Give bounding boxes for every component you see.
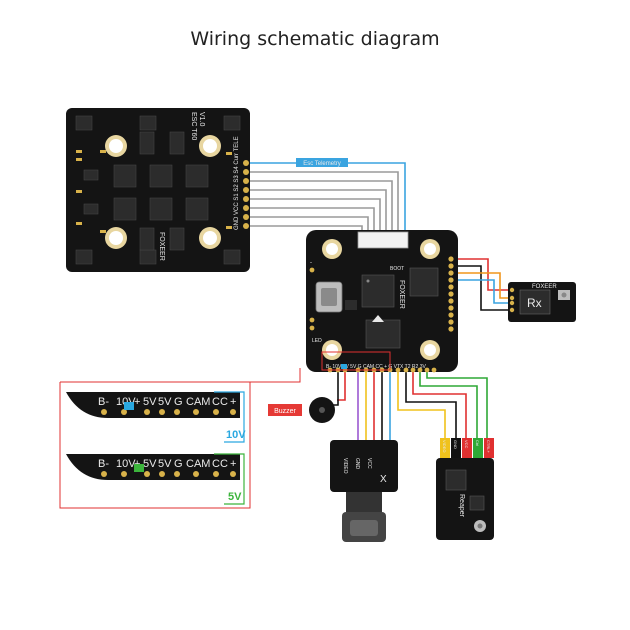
esc-board: GND VCC S1 S2 S3 S4 Curr TELE V1.0 ESC T… [66,108,250,272]
detail-pads-row-10v [101,409,236,415]
camera-wire-vcc: VCC [366,458,372,469]
camera-wire-gnd: GND [354,458,360,470]
vtx-wire-video: VIDEO [442,440,447,452]
vtx-wire-gnd: GND [453,440,458,449]
fc-led-label: LED [312,338,322,344]
esc-components [75,115,241,265]
esc-brand: FOXEER [158,232,165,261]
fc-osd-chip [365,319,401,349]
fc-left-pads [309,267,315,331]
detail-pad-5v-a: 5V [143,396,157,408]
flight-controller-board: FOXEER BOOT LED B- 10V 5V 5V G CAM CC + … [306,230,458,373]
buzzer-label: Buzzer [274,408,296,415]
detail-pad-plus-end: + [230,396,236,408]
esc-version: V1.0 [198,112,205,127]
diagram-title: Wiring schematic diagram [190,28,440,50]
fc-highlight-box [321,351,391,371]
fc-bottom-wires [331,368,488,445]
buzzer-positive-wire [337,368,346,401]
buzzer-tag [268,404,302,416]
detail-connector [59,368,301,509]
detail-jumper-5v [134,464,144,472]
fc-left-pad-label: - [310,260,312,266]
detail-pad-cc: CC [212,396,228,408]
receiver-board: Rx FOXEER [508,282,576,322]
esc-smd-parts [76,150,232,233]
detail-pad-bminus-2: B- [98,458,109,470]
fc-esc-connector [357,231,409,249]
fc-mount-holes [322,239,440,360]
vtx-wire-ctrl: Ctrl [475,440,480,446]
fc-bottom-pad-labels: B- 10V 5V 5V G CAM CC + G VTX T2 R2 3V [326,364,426,370]
vtx-wire-vcc: VCC [464,440,469,449]
detail-pad-plus: + [134,396,140,408]
camera-brand-symbol: X [380,474,387,485]
esc-to-fc-wires [249,162,406,238]
fc-brand: FOXEER [398,280,405,309]
detail-pad-cam-2: CAM [186,458,210,470]
fc-right-pads [448,256,454,332]
detail-option-5v: 5V [228,491,242,503]
detail-pad-cam: CAM [186,396,210,408]
esc-pin-labels: GND VCC S1 S2 S3 S4 Curr TELE [234,136,240,230]
esc-telemetry-tag [296,158,348,167]
vtx-board: VIDEO GND VCC Ctrl CTRL+ Reaper [436,438,494,540]
fc-to-receiver-wires [452,258,512,311]
detail-pad-5v-b: 5V [158,396,172,408]
fc-boot-label: BOOT [390,266,404,272]
esc-signal-pads [243,160,249,229]
detail-jumper-10v [124,402,134,410]
vtx-brand: Reaper [458,494,465,518]
detail-pad-g-2: G [174,458,183,470]
detail-pad-cc-2: CC [212,458,228,470]
vtx-wire-tags [440,438,494,458]
detail-pads-row-5v [101,471,236,477]
esc-mount-holes [105,135,221,249]
detail-pad-plus-end-2: + [230,458,236,470]
fc-mcu-chip [361,274,395,308]
esc-telemetry-label: Esc Telemetry [303,161,341,167]
pad-detail-inset: B- 10V + 5V 5V G CAM CC + B- 10V + 5V 5V… [66,391,246,505]
detail-pad-5v-b-2: 5V [158,458,172,470]
detail-pad-bminus: B- [98,396,109,408]
fc-voltage-jumper [341,364,347,369]
buzzer-negative-wire [331,368,339,406]
vtx-wire-ctrl-plus: CTRL+ [486,440,491,453]
buzzer: Buzzer [268,397,335,423]
receiver-brand: FOXEER [532,284,557,290]
detail-pad-g: G [174,396,183,408]
camera: VIDEO GND VCC X [330,440,398,542]
detail-pad-10v-2: 10V [116,458,136,470]
detail-option-10v: 10V [226,429,246,441]
receiver-label: Rx [527,296,542,310]
camera-wire-video: VIDEO [342,458,348,474]
detail-pad-5v-a-2: 5V [143,458,157,470]
esc-model: ESC T60 [190,112,197,140]
